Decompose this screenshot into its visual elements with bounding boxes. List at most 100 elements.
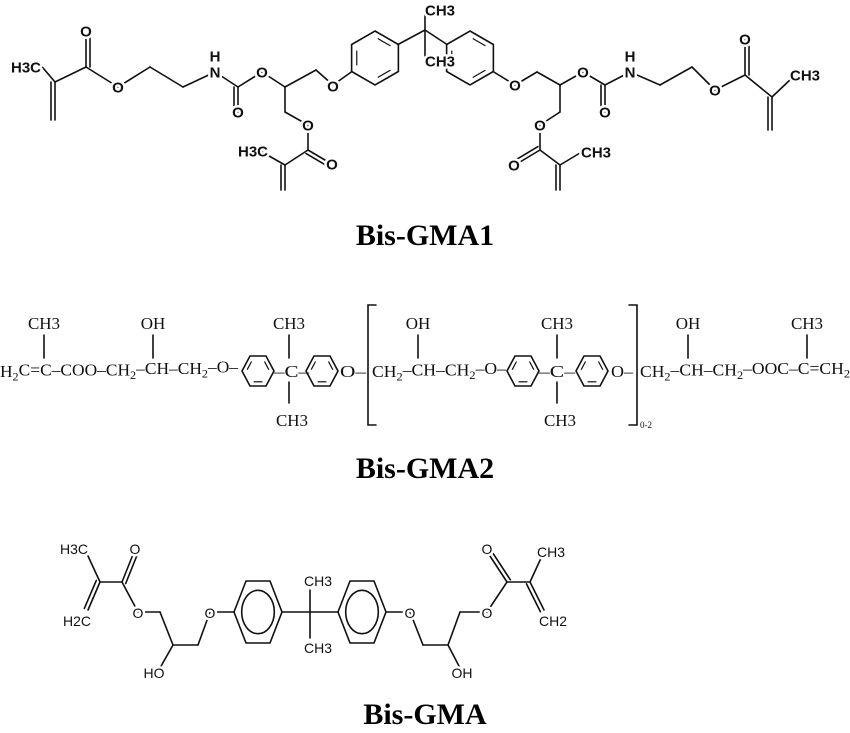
atom-label: O [508,158,520,175]
repeat-bracket-right [628,304,638,426]
aromatic-double-bond [511,361,518,370]
double-bond-line [305,152,329,168]
atom-label: CH2 [539,613,567,629]
single-bond [629,71,661,86]
single-bond [447,644,461,669]
aromatic-double-bond [377,69,391,79]
atom-label: O [482,605,493,621]
atom-label: O [327,79,339,96]
single-bond [54,66,87,83]
title-bis-gma: Bis-GMA [363,698,487,731]
atom-label: O [509,78,521,95]
atom-label: O [534,118,546,135]
atom-label: H3C [238,144,268,161]
formula-segment: –C– [538,362,576,381]
benzene-ring [350,30,400,86]
double-bond [87,581,101,611]
single-bond [121,581,139,613]
substituent-label: CH3 [541,314,573,333]
single-bond [514,71,538,86]
atom-label: O [232,105,244,122]
atom-label: CH3 [581,145,611,162]
atom-label: O [112,80,124,97]
atom-label: OH [452,665,473,681]
single-bond [424,29,448,46]
single-bond [87,555,101,583]
title-bis-gma1: Bis-GMA1 [356,219,494,252]
single-bond [37,61,56,83]
aromatic-double-bond [472,37,486,47]
single-bond [397,29,426,46]
benzene-ring [445,30,495,86]
formula-segment: O– [611,362,634,381]
double-bond [529,581,545,611]
benzene-ring [233,580,283,644]
aromatic-double-bond [472,69,486,79]
atom-label: O [709,83,721,100]
substituent-label: CH3 [273,314,305,333]
single-bond [714,74,746,91]
repeat-bracket-left [367,304,377,426]
single-bond [409,611,424,646]
aromatic-circle [240,589,276,635]
aromatic-double-bond [263,361,270,370]
double-bond-line [124,552,139,585]
benzene-ring [337,580,387,644]
aromatic-double-bond [327,361,334,370]
atom-label: O [577,65,589,82]
atom-label: O [80,24,92,41]
single-bond [447,611,461,646]
benzene-ring [241,355,275,387]
atom-label: H3C [60,541,88,557]
single-bond [315,69,334,86]
aromatic-double-bond [377,37,391,47]
single-bond [492,70,516,86]
substituent-label: OH [141,314,166,333]
atom-label: O [482,541,493,557]
single-bond [691,66,716,91]
title-bis-gma2: Bis-GMA2 [356,452,494,485]
atom-label: CH3 [790,68,820,85]
atom-label: O [405,605,416,621]
double-bond [487,552,508,583]
single-bond [261,151,286,166]
atom-label: N [210,65,221,82]
benzene-ring [506,355,540,387]
formula-segment: –C– [273,362,310,381]
substituent-label: CH3 [544,411,576,430]
single-bond [117,66,151,88]
benzene-ring [305,355,339,387]
aromatic-double-bond [597,361,604,370]
double-bond-line [490,550,512,581]
atom-label: O [302,118,314,135]
single-bond [149,66,184,88]
atom-label: O [599,105,611,122]
single-bond [659,66,693,86]
single-bond [559,71,584,86]
single-bond [539,149,561,166]
single-bond [529,555,543,583]
atom-label: O [326,157,338,174]
single-bond [182,71,216,88]
aromatic-circle [344,589,380,635]
atom-label: HO [144,665,165,681]
atom-label: H3C [11,60,41,77]
atom-label: CH3 [304,573,332,589]
single-bond [284,149,309,166]
formula-segment: O– [340,362,367,381]
single-bond [582,71,606,86]
single-bond [159,644,174,669]
atom-label: O [133,605,144,621]
repeat-index: 0-2 [640,420,652,430]
atom-label: O [739,32,751,49]
substituent-label: CH3 [276,411,308,430]
atom-label: H2C [63,613,91,629]
atom-label: CH3 [537,544,565,560]
atom-label: CH3 [304,640,332,656]
single-bond [771,77,793,98]
double-bond-line [525,582,542,613]
benzene-ring [575,355,609,387]
